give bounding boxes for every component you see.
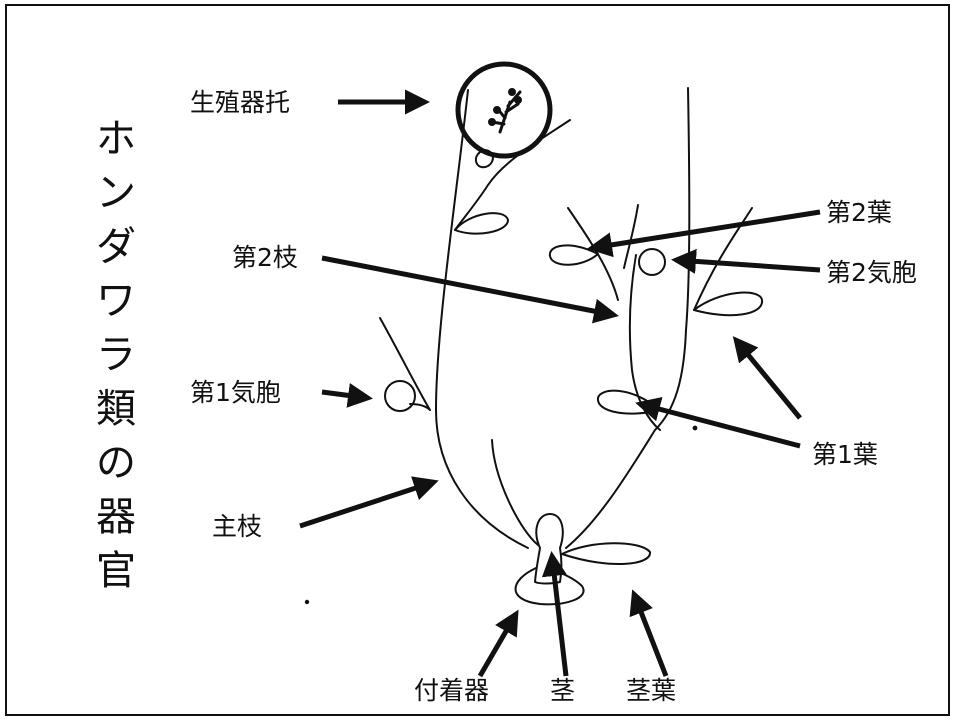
arrow-holdfast [477,609,519,678]
second-leaf-twig-b [623,204,639,269]
title-char: 類 [96,386,136,432]
holdfast-shape [514,567,585,606]
first-vesicle-twig [379,317,431,411]
right-upper-leaf [693,291,764,317]
arrow-second-branch [321,255,619,324]
right-twig-a [693,207,753,311]
right-branch-line [565,87,691,549]
arrow-main-branch [299,476,439,529]
receptacle-twig [454,119,571,231]
label-receptacle: 生殖器托 [190,88,291,117]
second-leaf [548,244,599,266]
label-holdfast: 付着器 [414,676,490,705]
arrow-stem-leaf [629,589,669,677]
arrow-second-vesicle [671,248,821,274]
second-vesicle [638,248,666,276]
top-vesicle [474,149,494,169]
title-char: ホ [96,116,136,162]
receptacle-circle [455,61,553,159]
title-char: ワ [96,278,136,324]
arrow-right-leaf [732,336,802,420]
arrow-first-vesicle [321,383,373,408]
label-second-leaf: 第2葉 [826,198,892,227]
title-char: 官 [96,548,136,594]
arrow-stem [541,551,569,677]
title-char: ン [96,170,136,216]
title-char: の [96,440,136,486]
title-char: 器 [96,494,136,540]
label-main-branch: 主枝 [212,512,263,541]
speck-2 [304,599,310,605]
inner-branch-line [491,439,539,546]
label-first-leaf: 第1葉 [812,440,878,469]
stem-shape [534,513,564,585]
label-stem-leaf: 茎葉 [626,676,677,705]
second-leaf-twig-a [567,207,619,301]
vertical-title: ホンダワラ類の器官 [86,112,146,598]
upper-leaf [454,212,509,235]
speck [692,425,698,431]
first-vesicle [384,380,416,412]
arrow-first-leaf [635,396,801,449]
label-second-branch: 第2枝 [232,243,298,272]
title-char: ダ [96,224,136,270]
first-leaf [597,389,661,415]
main-branch-line [435,89,529,549]
label-second-vesicle: 第2気胞 [826,258,917,287]
arrow-second-leaf [587,209,821,258]
stem-leaf-shape [561,542,651,566]
title-char: ラ [96,332,136,378]
diagram-frame [5,4,950,716]
receptacle-sprig [490,90,522,134]
label-stem: 茎 [550,676,576,705]
label-first-vesicle: 第1気胞 [190,378,281,407]
